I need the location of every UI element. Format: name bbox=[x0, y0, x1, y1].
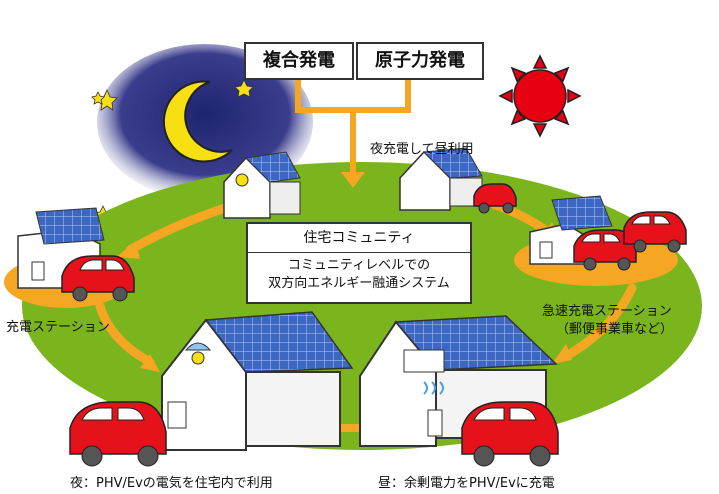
fast-charging-note: （郵便事業車など） bbox=[556, 322, 674, 337]
house-night-large bbox=[161, 311, 354, 451]
nuclear-power-label: 原子力発電 bbox=[375, 50, 465, 71]
house-day-small bbox=[399, 147, 483, 211]
night-use-caption: 夜：PHV/Evの電気を住宅内で利用 bbox=[70, 476, 273, 491]
sun-icon bbox=[498, 54, 582, 138]
power-feed-arrows bbox=[295, 78, 411, 178]
house-night-small bbox=[223, 151, 301, 219]
community-title: 住宅コミュニティ bbox=[303, 230, 415, 246]
community-divider bbox=[248, 252, 470, 253]
feed-arrow-head bbox=[341, 172, 365, 188]
moon-icon bbox=[162, 80, 233, 163]
combined-power-plant-box: 複合発電 bbox=[244, 42, 354, 80]
community-line1: コミュニティレベルでの bbox=[287, 258, 431, 273]
charging-station-label: 充電ステーション bbox=[6, 320, 110, 335]
combined-power-label: 複合発電 bbox=[263, 50, 335, 71]
community-box: 住宅コミュニティ コミュニティレベルでの 双方向エネルギー融通システム bbox=[246, 222, 472, 304]
community-line2: 双方向エネルギー融通システム bbox=[268, 276, 450, 291]
car-wheels bbox=[72, 202, 681, 467]
day-charge-caption: 昼：余剰電力をPHV/Evに充電 bbox=[378, 476, 555, 491]
nuclear-power-plant-box: 原子力発電 bbox=[356, 42, 484, 80]
night-charge-label: 夜充電して昼利用 bbox=[370, 142, 474, 157]
fast-charging-label: 急速充電ステーション bbox=[542, 304, 672, 319]
car-windows bbox=[79, 215, 671, 421]
